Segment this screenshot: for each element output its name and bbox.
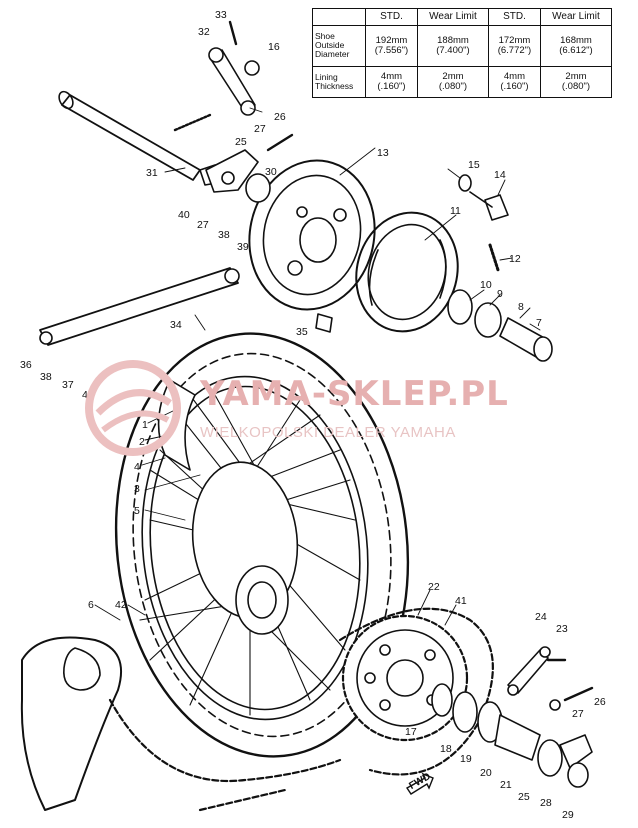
brake-spec-table: STD. Wear Limit STD. Wear Limit Shoe Out…	[312, 8, 613, 99]
callout-27-b: 27	[197, 219, 209, 231]
sprocket-hub-stack	[431, 683, 593, 788]
callout-38: 38	[218, 229, 230, 241]
callout-40-b: 40	[82, 389, 94, 401]
axle-spacers	[447, 289, 553, 362]
spec-header-std-2: STD.	[487, 8, 541, 26]
callout-12: 12	[509, 253, 521, 265]
row-label-shoe-diameter: Shoe Outside Diameter	[312, 25, 366, 67]
callout-30: 30	[265, 166, 277, 178]
tension-bar	[39, 267, 240, 346]
spec-cell: 4mm (.160")	[487, 65, 541, 99]
callout-24: 24	[535, 611, 547, 623]
forward-direction-marker: FWD	[405, 771, 435, 798]
callout-40: 40	[178, 209, 190, 221]
tire-tread-inner	[132, 352, 392, 738]
callout-39: 39	[237, 241, 249, 253]
spec-cell: 2mm (.080")	[416, 65, 489, 99]
adjuster-bolt	[315, 313, 333, 333]
callout-29: 29	[562, 809, 574, 821]
callout-27-c: 27	[572, 708, 584, 720]
spec-row-shoe-diameter: Shoe Outside Diameter 192mm (7.556") 188…	[312, 25, 613, 67]
spec-cell: 2mm (.080")	[539, 65, 613, 99]
callout-28: 28	[540, 797, 552, 809]
brake-shoe-plate	[248, 159, 376, 311]
callout-13: 13	[377, 147, 389, 159]
hub-flange	[235, 565, 289, 635]
callout-22: 22	[428, 581, 440, 593]
callout-36: 36	[20, 359, 32, 371]
brake-shoes	[355, 211, 459, 333]
spec-cell: 4mm (.160")	[365, 65, 418, 99]
spec-header-limit-2: Wear Limit	[539, 8, 613, 26]
chain-adjuster-parts	[507, 646, 594, 711]
hub-bore	[247, 581, 277, 619]
callout-4: 4	[134, 461, 140, 473]
callout-2: 2	[139, 436, 145, 448]
callout-5: 5	[134, 505, 140, 517]
drive-chain	[108, 607, 494, 812]
callout-8: 8	[518, 301, 524, 313]
callout-17: 17	[405, 726, 417, 738]
callout-3: 3	[134, 483, 140, 495]
callout-31: 31	[146, 167, 158, 179]
callout-10: 10	[480, 279, 492, 291]
callout-35: 35	[296, 326, 308, 338]
callout-32: 32	[198, 26, 210, 38]
callout-41: 41	[455, 595, 467, 607]
rim-inner	[149, 385, 361, 711]
callout-38-b: 38	[40, 371, 52, 383]
callout-labels: 33 32 16 26 27 25 13 30 31 15 14 11 40 2…	[20, 9, 606, 821]
callout-23: 23	[556, 623, 568, 635]
callout-1: 1	[142, 419, 148, 431]
spec-cell: 192mm (7.556")	[365, 25, 418, 67]
spec-header-std-1: STD.	[365, 8, 418, 26]
sprocket	[341, 614, 469, 742]
spec-cell: 172mm (6.772")	[487, 25, 541, 67]
callout-6: 6	[88, 599, 94, 611]
callout-7: 7	[536, 317, 542, 329]
tire-outer	[114, 332, 410, 758]
callout-19: 19	[460, 753, 472, 765]
callout-42: 42	[115, 599, 127, 611]
spec-cell: 188mm (7.400")	[416, 25, 489, 67]
callout-14: 14	[494, 169, 506, 181]
callout-9: 9	[497, 288, 503, 300]
spec-row-lining-thickness: Lining Thickness 4mm (.160") 2mm (.080")…	[312, 65, 613, 99]
axle	[58, 90, 223, 186]
spec-header-row: STD. Wear Limit STD. Wear Limit	[312, 8, 613, 26]
callout-26-b: 26	[594, 696, 606, 708]
cam-lever	[173, 20, 260, 132]
callout-37: 37	[62, 379, 74, 391]
callout-27: 27	[254, 123, 266, 135]
row-label-lining-thickness: Lining Thickness	[312, 65, 366, 99]
callout-33: 33	[215, 9, 227, 21]
callout-15: 15	[468, 159, 480, 171]
forward-arrow-icon	[405, 772, 434, 795]
rim	[141, 375, 369, 721]
callout-16: 16	[268, 41, 280, 53]
callout-11: 11	[450, 205, 461, 217]
cam-shaft	[458, 174, 509, 272]
spec-header-limit-1: Wear Limit	[416, 8, 489, 26]
tire-cross-section	[20, 636, 123, 811]
spec-cell: 168mm (6.612")	[539, 25, 613, 67]
callout-21: 21	[500, 779, 512, 791]
callout-25: 25	[235, 136, 247, 148]
callout-25-b: 25	[518, 791, 530, 803]
callout-34: 34	[170, 319, 182, 331]
spec-header-blank	[312, 8, 366, 26]
rear-wheel	[114, 332, 410, 758]
callout-18: 18	[440, 743, 452, 755]
callout-26: 26	[274, 111, 286, 123]
caliper-bracket	[205, 133, 294, 203]
callout-20: 20	[480, 767, 492, 779]
